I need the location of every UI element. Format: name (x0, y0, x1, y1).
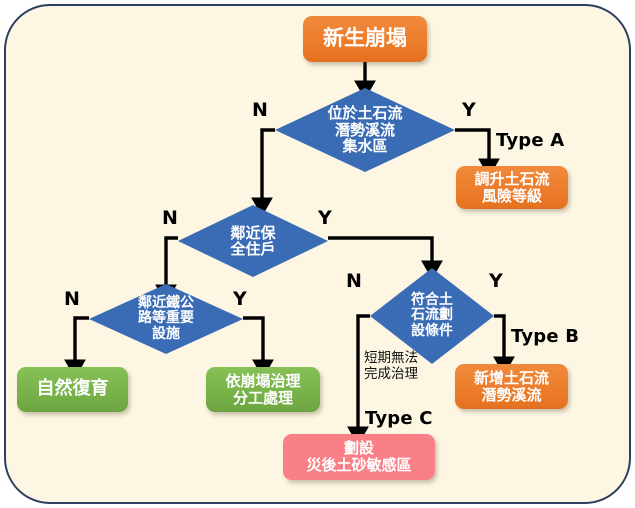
edge-label-d3-yes: Y (233, 288, 247, 310)
label-type-b: Type B (511, 326, 580, 347)
edge-label-d1-yes: Y (462, 99, 476, 121)
node-outcome-collapse-management[interactable]: 依崩塌治理 分工處理 (206, 367, 320, 412)
edge-label-d1-no: N (252, 99, 268, 121)
flowchart-frame (4, 4, 631, 504)
label-type-a: Type A (496, 130, 565, 151)
node-decision-nearby-protected-households[interactable]: 鄰近保 全住戶 (178, 205, 328, 277)
node-outcome-natural-recovery[interactable]: 自然復育 (17, 367, 128, 412)
node-outcome-add-potential-stream[interactable]: 新增土石流 潛勢溪流 (455, 364, 568, 409)
node-outcome-sensitive-zone[interactable]: 劃設 災後土砂敏感區 (283, 434, 435, 480)
edge-label-d4-no: N (346, 270, 362, 292)
edge-label-d2-no: N (162, 207, 178, 229)
label-type-c: Type C (365, 408, 433, 429)
node-decision-nearby-key-infrastructure[interactable]: 鄰近鐵公 路等重要 設施 (89, 284, 243, 354)
label-note-short-term: 短期無法 完成治理 (364, 350, 418, 382)
edge-label-d4-yes: Y (489, 270, 503, 292)
node-decision-debris-flow-catchment[interactable]: 位於土石流 潛勢溪流 集水區 (275, 88, 455, 172)
node-outcome-raise-risk-level[interactable]: 調升土石流 風險等級 (456, 166, 568, 209)
node-start[interactable]: 新生崩塌 (303, 16, 427, 62)
edge-label-d3-no: N (64, 288, 80, 310)
node-decision-meets-designation-criteria[interactable]: 符合土 石流劃 設條件 (370, 268, 494, 364)
edge-label-d2-yes: Y (318, 207, 332, 229)
